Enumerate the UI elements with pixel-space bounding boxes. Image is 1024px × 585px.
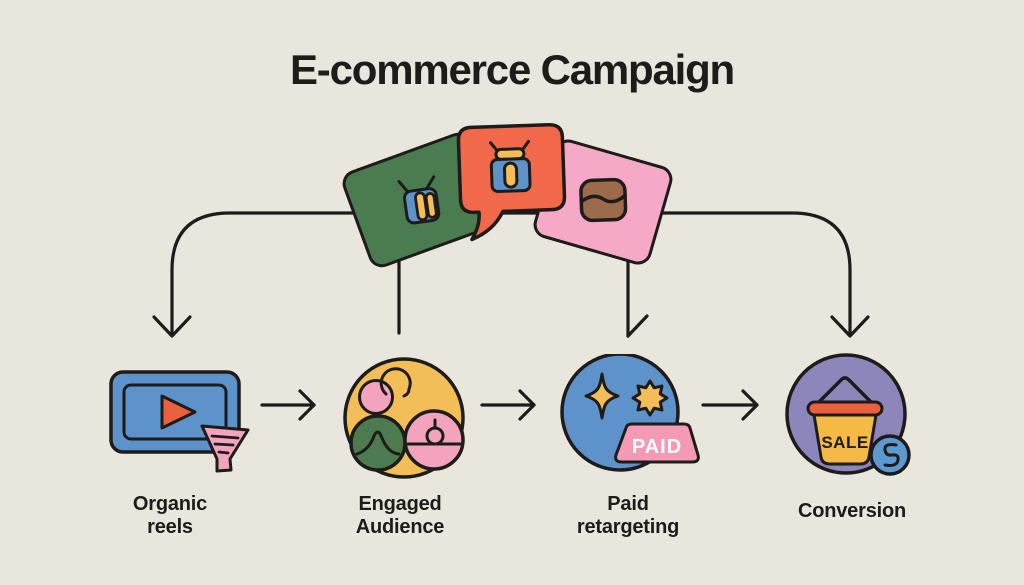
bag-handle-left bbox=[397, 180, 410, 194]
coral-chat-card bbox=[454, 120, 572, 248]
funnel-line bbox=[210, 434, 240, 440]
funnel-line bbox=[217, 450, 230, 455]
wallet-icon bbox=[579, 177, 628, 223]
label-engaged-audience: Engaged Audience bbox=[355, 493, 445, 538]
shopping-bag-icon bbox=[489, 139, 532, 194]
open-arc bbox=[379, 367, 412, 398]
basket-body bbox=[812, 413, 878, 466]
pink-post-card bbox=[530, 136, 676, 268]
chat-bubble bbox=[456, 122, 567, 242]
page-title: E-commerce Campaign bbox=[289, 46, 735, 93]
horizon-dot bbox=[425, 426, 445, 446]
funnel-line bbox=[213, 442, 235, 447]
green-post-card bbox=[338, 128, 502, 272]
bag-handle-right bbox=[425, 175, 436, 190]
bag-stripe bbox=[502, 161, 519, 189]
flow-arrowhead-3 bbox=[741, 389, 759, 421]
sale-basket-icon: SALE bbox=[785, 353, 911, 476]
sparkle-4point bbox=[584, 372, 620, 420]
label-paid-retargeting: Paid retargeting bbox=[576, 493, 680, 538]
bag-stripe bbox=[424, 192, 438, 219]
arrowhead-right bbox=[830, 315, 870, 338]
shopping-bag-icon bbox=[397, 175, 441, 225]
mountain-circle bbox=[349, 414, 407, 472]
arrowhead-half-3 bbox=[626, 314, 649, 338]
audience-bubbles-icon bbox=[343, 357, 465, 479]
star-burst bbox=[631, 379, 669, 417]
reel-player-funnel-icon bbox=[109, 370, 250, 473]
label-organic-reels: Organic reels bbox=[132, 493, 208, 538]
basket-handle bbox=[815, 376, 875, 406]
paid-badge-text: PAID bbox=[632, 436, 682, 458]
arrowhead-left bbox=[152, 315, 192, 338]
video-player-screen bbox=[122, 383, 228, 441]
bracket-line bbox=[170, 211, 852, 336]
basket-rim bbox=[806, 400, 884, 417]
flow-arrowhead-2 bbox=[518, 389, 536, 421]
sale-text: SALE bbox=[821, 433, 868, 452]
label-conversion: Conversion bbox=[797, 500, 907, 522]
sparkles-icon: PAID bbox=[560, 354, 700, 472]
flow-arrowhead-1 bbox=[298, 389, 316, 421]
mountain-curve bbox=[355, 430, 401, 456]
paid-badge bbox=[614, 422, 700, 464]
wallet-fold-line bbox=[579, 193, 627, 204]
bag-stripe bbox=[414, 191, 429, 222]
money-squiggle bbox=[883, 443, 900, 467]
play-icon bbox=[160, 394, 197, 430]
audience-small-circle bbox=[358, 379, 394, 415]
